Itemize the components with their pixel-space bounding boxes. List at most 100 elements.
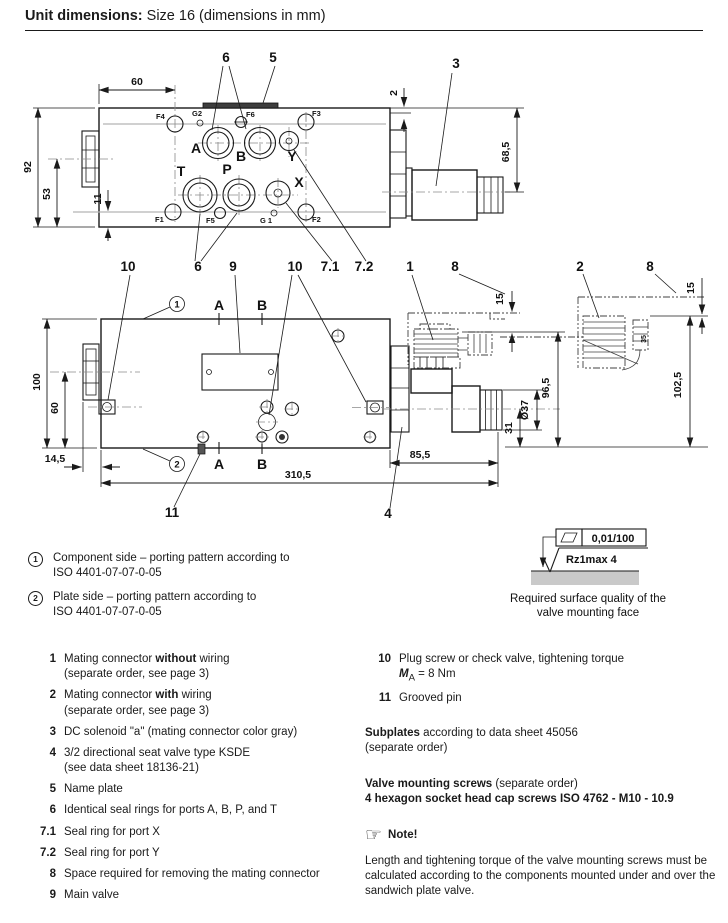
dimensions-top-view: 60 92 53 11 2 68,5 [22, 76, 524, 241]
note-component-side: 1 Component side – porting pattern accor… [28, 551, 358, 581]
page-title-rest: Size 16 (dimensions in mm) [142, 8, 326, 24]
circled-note-1: 1 [142, 296, 185, 320]
callout-4: 4 [384, 506, 392, 521]
ksde-valve [383, 345, 560, 433]
roughness-value: Rz1max 4 [566, 554, 618, 566]
unit-dimensions-drawing: A B Y T P X F4 G2 F6 F3 F1 F5 G 1 F2 [22, 50, 708, 619]
port-label-B: B [236, 148, 246, 164]
grooved-pin [197, 443, 206, 455]
side-view: A B A B 1 2 [31, 149, 708, 521]
top-view: A B Y T P X F4 G2 F6 F3 F1 F5 G 1 F2 [22, 50, 524, 241]
callout-6-top: 6 [222, 50, 230, 65]
dim-2: 2 [388, 90, 400, 96]
callout-1: 1 [406, 259, 414, 274]
dim-102-5: 102,5 [672, 372, 684, 398]
section-label-B-top: B [257, 297, 267, 313]
callout-7-2: 7.2 [355, 259, 374, 274]
callout-11: 11 [165, 505, 180, 520]
note-1-line2: ISO 4401-07-07-0-05 [53, 566, 162, 579]
plug-screw-left [88, 399, 142, 415]
flatness-value: 0,01/100 [592, 533, 635, 545]
solenoid-top-view [382, 129, 512, 221]
surface-caption-line1: Required surface quality of the [510, 593, 666, 605]
legend-item-7-1: 7.1 Seal ring for port X [40, 825, 160, 838]
section-label-A-bottom: A [214, 456, 224, 472]
note-title: Note! [388, 828, 418, 841]
dim-53: 53 [41, 188, 53, 200]
svg-text:2: 2 [174, 460, 179, 471]
dim-60: 60 [131, 76, 143, 88]
dim-31: 31 [503, 422, 515, 434]
subplates-paragraph: Subplates according to data sheet 45056 … [365, 727, 578, 755]
note-2-line2: ISO 4401-07-07-0-05 [53, 605, 162, 618]
dim-35: 35 [641, 335, 648, 343]
callout-10-left: 10 [120, 259, 135, 274]
callout-6-bottom: 6 [194, 259, 202, 274]
hole-label-F3: F3 [312, 109, 321, 118]
hole-label-F4: F4 [156, 112, 166, 121]
legend-item-1: 1 Mating connector without wiring(separa… [49, 653, 230, 681]
callout-10-right: 10 [287, 259, 302, 274]
flatness-icon [560, 532, 578, 543]
callout-9: 9 [229, 259, 237, 274]
dim-14-5: 14,5 [45, 453, 66, 465]
circled-1-icon: 1 [28, 552, 43, 567]
dim-92: 92 [22, 161, 34, 173]
dim-15-a: 15 [494, 293, 506, 305]
hole-label-G1: G 1 [260, 216, 272, 225]
legend-item-8: 8 Space required for removing the mating… [49, 867, 320, 880]
mounting-screws-paragraph: Valve mounting screws (separate order) 4… [365, 777, 674, 805]
dim-85-5: 85,5 [410, 449, 431, 461]
legend: 1 Mating connector without wiring(separa… [30, 652, 722, 909]
dim-15-b: 15 [685, 282, 697, 294]
legend-item-4: 4 3/2 directional seat valve type KSDE(s… [49, 746, 251, 775]
legend-item-7-2: 7.2 Seal ring for port Y [40, 846, 160, 859]
section-marks [218, 313, 263, 454]
hole-label-F6: F6 [246, 110, 255, 119]
note-block: ☞ Note! Length and tightening torque of … [365, 823, 722, 900]
dim-60-side: 60 [49, 402, 61, 414]
hex-plug-side-view [50, 343, 140, 401]
page-title: Unit dimensions: Size 16 (dimensions in … [25, 8, 703, 31]
page-title-bold: Unit dimensions: [25, 8, 143, 24]
legend-left-column: 1 Mating connector without wiring(separa… [30, 652, 360, 909]
dimensions-side-view: 100 60 14,5 85,5 310,5 15 96,5 [31, 278, 708, 487]
circled-2-icon: 2 [28, 590, 43, 606]
dim-68-5: 68,5 [500, 142, 512, 163]
note-plate-side: 2 Plate side – porting pattern according… [28, 590, 358, 620]
mounting-holes [196, 328, 377, 444]
name-plate-side-view [201, 353, 279, 391]
hex-plug-left [48, 130, 114, 188]
hole-label-F1: F1 [155, 215, 164, 224]
hole-label-G2: G2 [192, 109, 202, 118]
callout-8-left: 8 [451, 259, 459, 274]
surface-caption-line2: valve mounting face [537, 607, 639, 619]
callout-5: 5 [269, 50, 277, 65]
plug-screw-right [352, 400, 390, 415]
roughness-symbol [543, 547, 648, 573]
port-label-Y: Y [287, 148, 297, 164]
dim-96-5: 96,5 [540, 378, 552, 399]
dim-dia-37: Ø37 [519, 400, 531, 420]
callout-8-right: 8 [646, 259, 654, 274]
legend-item-3: 3 DC solenoid "a" (mating connector colo… [49, 725, 298, 738]
section-label-B-bottom: B [257, 456, 267, 472]
mounting-face-surface [531, 571, 639, 585]
callout-leaders-side-view [107, 149, 677, 509]
hole-label-F5: F5 [206, 216, 215, 225]
callout-leaders-top-view [211, 65, 453, 187]
note-heading: ☞ Note! [365, 823, 722, 848]
legend-item-9: 9 Main valve [49, 889, 119, 902]
note-1-line1: Component side – porting pattern accordi… [53, 552, 290, 564]
circled-note-2: 2 [142, 448, 185, 472]
port-label-X: X [294, 174, 304, 190]
dim-11: 11 [92, 193, 104, 204]
mating-connector-2: 35 [500, 296, 706, 371]
porting-pattern-notes: 1 Component side – porting pattern accor… [28, 551, 358, 629]
legend-item-2: 2 Mating connector with wiring(separate … [49, 689, 212, 717]
pointing-hand-icon: ☞ [365, 824, 383, 846]
hole-label-F2: F2 [312, 215, 321, 224]
valve-body-side-view [100, 318, 391, 449]
svg-text:1: 1 [174, 300, 180, 311]
